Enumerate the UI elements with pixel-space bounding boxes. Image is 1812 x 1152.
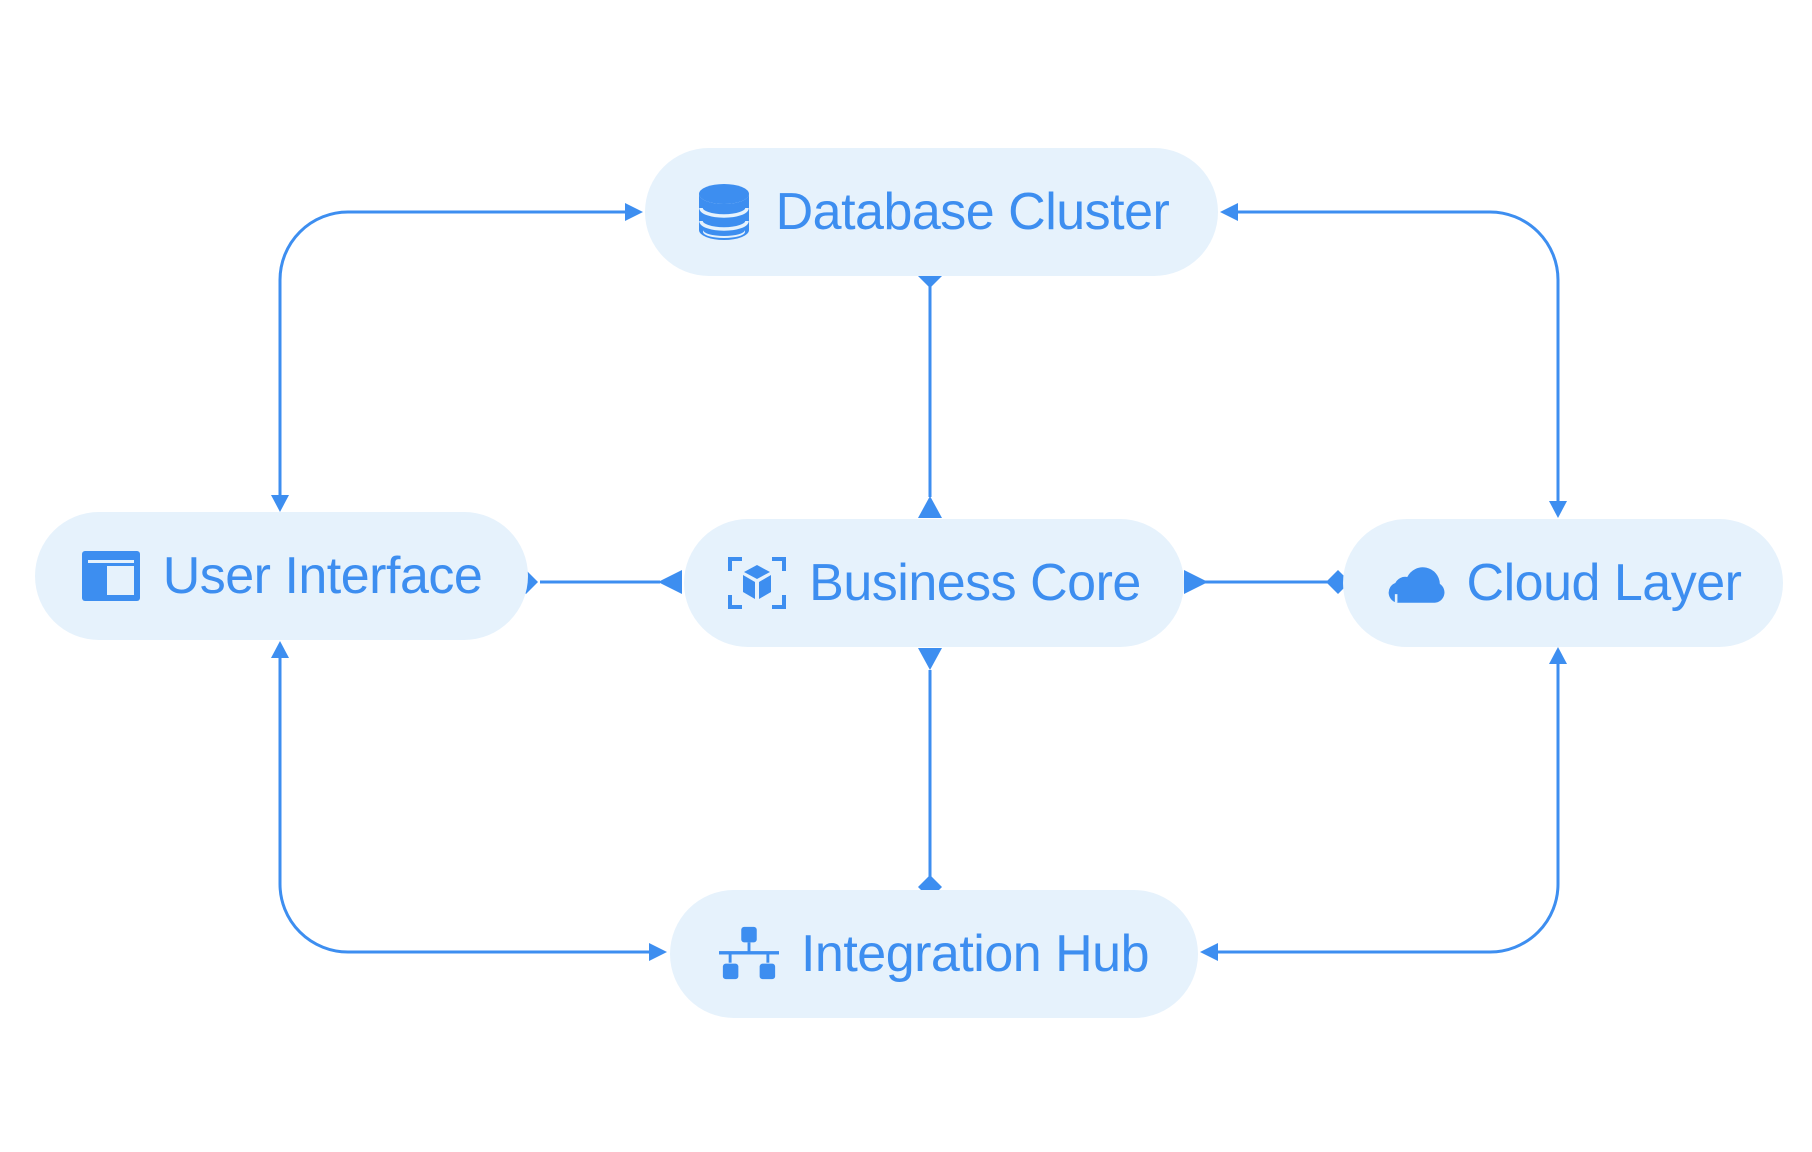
node-label: Database Cluster — [775, 183, 1170, 241]
node-database-cluster[interactable]: Database Cluster — [645, 148, 1218, 276]
node-integration-hub[interactable]: Integration Hub — [670, 890, 1198, 1018]
edge-ui-database — [278, 210, 628, 500]
arrow-head-to-integration-left — [649, 943, 667, 961]
arrow-head-to-cloud-bottom — [1549, 647, 1567, 664]
node-label: Cloud Layer — [1466, 554, 1742, 612]
triangle-marker-business-right — [1184, 570, 1208, 594]
arrow-head-to-cloud-top — [1549, 501, 1567, 518]
layout-window-icon — [81, 546, 141, 606]
node-label: User Interface — [162, 547, 483, 605]
triangle-marker-business-bottom — [918, 648, 942, 670]
edge-ui-integration — [278, 657, 652, 954]
triangle-marker-business-top — [918, 496, 942, 518]
arrow-head-to-integration-right — [1200, 943, 1218, 961]
arrow-head-to-database-right — [1220, 203, 1238, 221]
node-label: Business Core — [809, 554, 1141, 612]
cube-scan-icon — [727, 553, 787, 613]
cloud-icon — [1385, 553, 1445, 613]
edge-cloud-integration — [1215, 663, 1560, 954]
node-user-interface[interactable]: User Interface — [35, 512, 528, 640]
arrow-head-to-database-left — [625, 203, 643, 221]
arrow-head-to-ui-top — [271, 495, 289, 512]
network-hierarchy-icon — [718, 924, 779, 984]
node-cloud-layer[interactable]: Cloud Layer — [1343, 519, 1783, 647]
edge-database-cloud — [1235, 210, 1560, 505]
node-business-core[interactable]: Business Core — [684, 519, 1184, 647]
node-label: Integration Hub — [800, 925, 1150, 983]
database-icon — [694, 182, 754, 242]
arrow-head-to-ui-bottom — [271, 641, 289, 658]
triangle-marker-business-left — [658, 570, 682, 594]
